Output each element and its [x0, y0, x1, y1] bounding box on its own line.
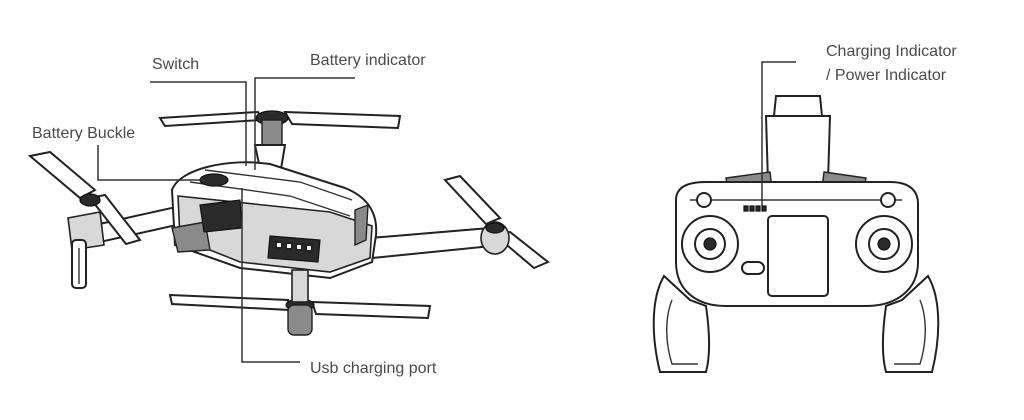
- left-joystick: [681, 215, 739, 273]
- label-battery-buckle: Battery Buckle: [32, 125, 136, 142]
- leader-charging-indicator: [761, 61, 796, 206]
- label-charging-indicator: Charging Indicator: [826, 43, 957, 60]
- leader-switch: [150, 81, 247, 166]
- battery-led-dots: [275, 241, 313, 252]
- leader-battery-buckle: [97, 145, 205, 181]
- right-joystick: [855, 215, 913, 273]
- label-usb-charging-port: Usb charging port: [310, 360, 437, 377]
- label-switch: Switch: [152, 56, 200, 73]
- label-power-indicator: / Power Indicator: [826, 67, 947, 84]
- leader-battery-indicator: [254, 77, 355, 170]
- drone-body: [170, 161, 378, 280]
- leader-usb-port: [241, 188, 300, 363]
- remote-controller-illustration: [652, 61, 940, 373]
- controller-led-dots: [743, 205, 767, 212]
- drone-illustration: [27, 77, 550, 363]
- drone-arm-right: [368, 174, 550, 270]
- drone-propeller-bottom: [168, 269, 432, 336]
- drone-arm-rear-left: [27, 150, 192, 289]
- label-battery-indicator: Battery indicator: [310, 52, 426, 69]
